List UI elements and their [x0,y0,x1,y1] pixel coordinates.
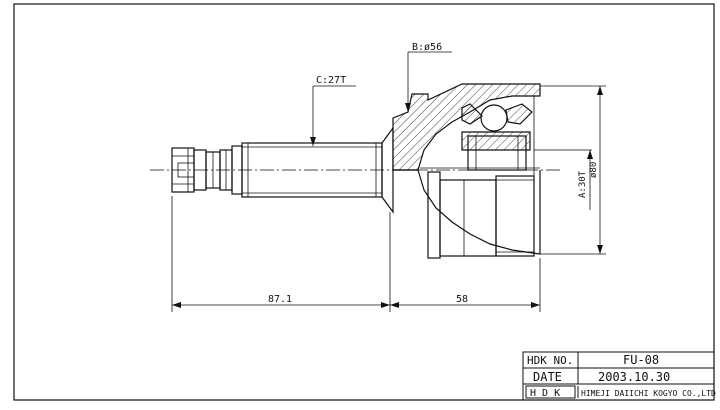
ball [480,104,508,132]
hdk-no-label: HDK NO. [527,354,573,367]
bell-length-label: 58 [456,294,468,305]
company-name: HIMEJI DAIICHI KOGYO CO.,LTD [581,389,716,398]
spline-callout: C:27T [310,75,356,146]
threaded-end [171,147,233,193]
date-value: 2003.10.30 [598,370,670,384]
bore-label: B:ø56 [412,42,442,53]
spline-label: C:27T [316,75,346,86]
hdk-logo: H D K [530,388,560,399]
inner-spline-label: A:30T [578,170,588,198]
bell-housing [392,83,541,259]
diameter-dimension: A:30T ø80 [534,85,606,255]
hdk-no-value: FU-08 [623,353,659,367]
length-dimensions: 87.1 58 [171,196,541,312]
shaft-length-label: 87.1 [268,294,292,305]
outer-dia-label: ø80 [589,162,599,178]
bore-callout: B:ø56 [405,42,452,112]
date-label: DATE [533,370,562,384]
inner-race [461,103,533,171]
sheet-border [13,3,715,401]
title-block: HDK NO. FU-08 DATE 2003.10.30 H D K HIME… [522,351,716,401]
